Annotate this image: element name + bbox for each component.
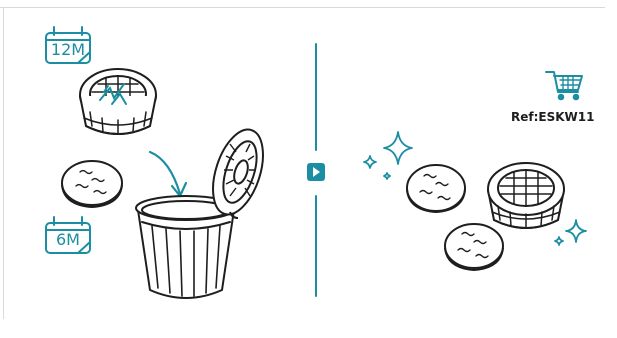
calendar-label-6m: 6M <box>46 232 90 248</box>
shopping-cart-icon <box>546 72 582 99</box>
sparkle-icon <box>364 132 412 179</box>
arrow-icon <box>150 152 186 196</box>
sparkle-icon <box>555 220 586 245</box>
filter-pad-icon <box>445 224 503 270</box>
next-step-icon <box>307 163 325 181</box>
filter-pad-icon <box>62 161 122 207</box>
filter-basket-icon <box>488 163 564 228</box>
filter-pad-icon <box>407 165 465 212</box>
product-reference: Ref:ESKW11 <box>511 111 594 123</box>
calendar-label-12m: 12M <box>46 42 90 58</box>
filter-basket-icon <box>80 69 156 134</box>
